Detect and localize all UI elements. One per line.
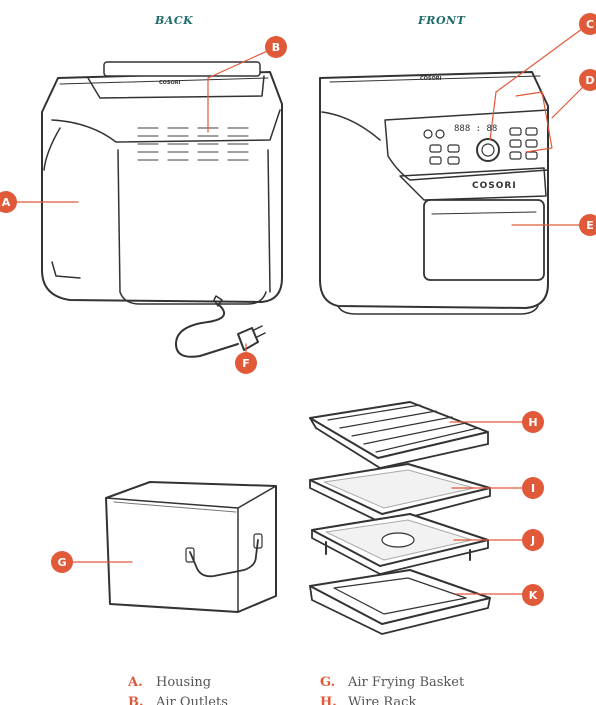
svg-text:G: G — [57, 556, 66, 569]
drip-tray — [310, 570, 490, 634]
air-frying-basket — [106, 482, 276, 612]
callout-badge-a: A — [0, 191, 17, 213]
callout-badge-c: C — [579, 13, 596, 35]
callout-badge-h: H — [522, 411, 544, 433]
svg-text:I: I — [531, 482, 535, 495]
callout-badge-j: J — [522, 529, 544, 551]
svg-text:B: B — [272, 41, 280, 54]
callout-badge-k: K — [522, 584, 544, 606]
svg-text:F: F — [242, 357, 250, 370]
svg-text:K: K — [529, 589, 538, 602]
brand-front-top: COSORI — [420, 76, 442, 82]
legend-item-air-outlets: B.Air Outlets — [128, 695, 228, 705]
wire-rack — [310, 402, 488, 468]
power-cord — [176, 296, 265, 357]
parts-legend: A.Housing B.Air Outlets G.Air Frying Bas… — [0, 672, 596, 705]
legend-item-housing: A.Housing — [128, 675, 211, 690]
svg-text:C: C — [586, 18, 594, 31]
callout-badge-f: F — [235, 352, 257, 374]
front-view-appliance — [320, 72, 548, 314]
svg-text:E: E — [586, 219, 594, 232]
callout-badge-i: I — [522, 477, 544, 499]
svg-text:J: J — [530, 534, 535, 547]
svg-text:D: D — [585, 74, 594, 87]
svg-text:A: A — [2, 196, 11, 209]
brand-back: COSORI — [159, 80, 181, 86]
callout-badge-b: B — [265, 36, 287, 58]
legend-item-wire-rack: H.Wire Rack — [320, 695, 416, 705]
control-dial-knob[interactable] — [477, 139, 499, 161]
legend-item-air-frying-basket: G.Air Frying Basket — [320, 675, 464, 690]
svg-text:H: H — [528, 416, 537, 429]
callout-badge-e: E — [579, 214, 596, 236]
back-view-appliance — [42, 62, 282, 304]
callout-badge-g: G — [51, 551, 73, 573]
display-readout: 888 : 88 — [454, 124, 497, 134]
brand-front: COSORI — [472, 181, 517, 191]
